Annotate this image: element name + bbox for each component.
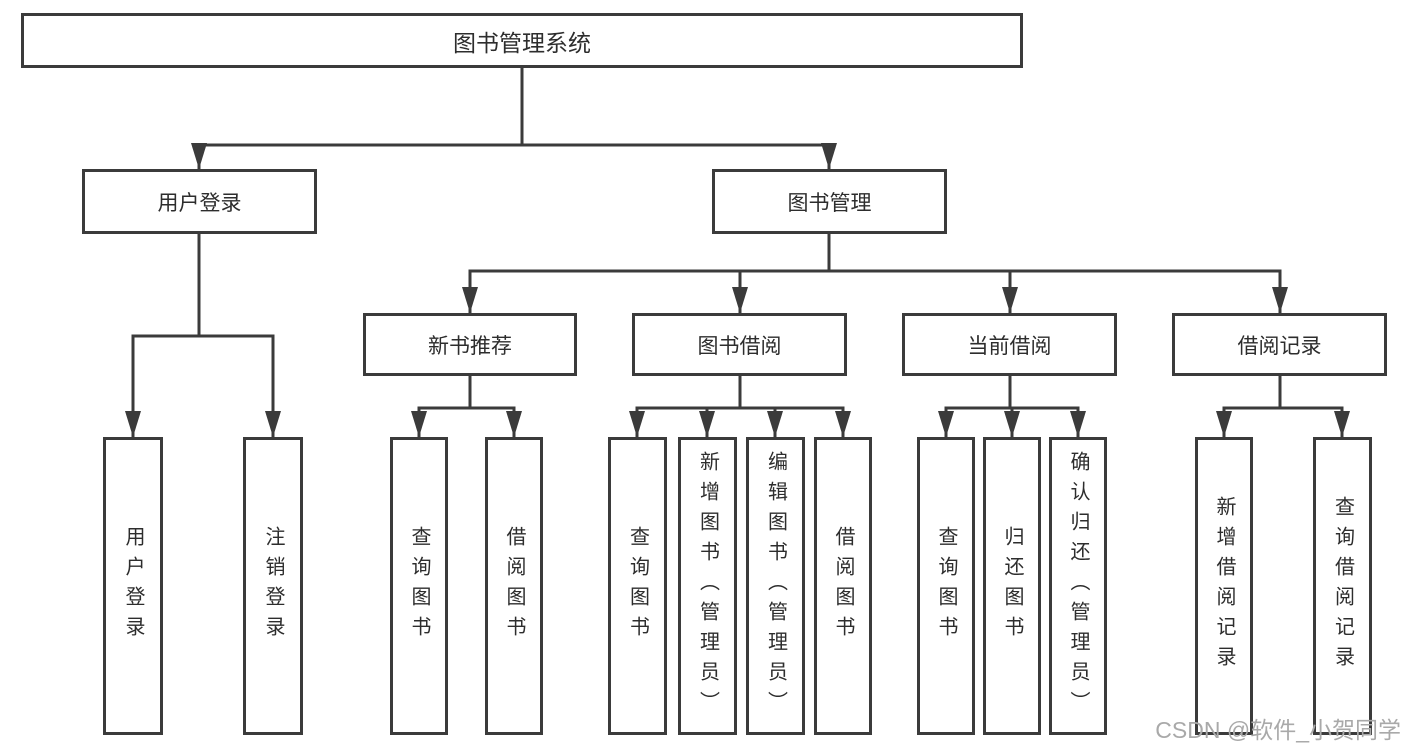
node-leaf-borrow-books-borrowing: 借阅图书 xyxy=(814,437,872,735)
arrowhead-icon xyxy=(265,411,281,437)
node-label: 归还图书 xyxy=(1001,526,1023,646)
arrowhead-icon xyxy=(699,411,715,437)
arrowhead-icon xyxy=(1272,287,1288,313)
arrowhead-icon xyxy=(938,411,954,437)
watermark: CSDN @软件_小贺同学 xyxy=(1155,717,1401,743)
node-label: 编辑图书（管理员） xyxy=(764,451,787,721)
node-label: 图书管理 xyxy=(787,191,872,215)
arrowhead-icon xyxy=(629,411,645,437)
arrowhead-icon xyxy=(125,411,141,437)
node-label: 用户登录 xyxy=(157,191,242,215)
node-leaf-add-borrow-record: 新增借阅记录 xyxy=(1195,437,1253,735)
arrowhead-icon xyxy=(821,143,837,169)
arrowhead-icon xyxy=(835,411,851,437)
node-label: 确认归还（管理员） xyxy=(1067,451,1089,721)
node-label: 查询图书 xyxy=(626,526,649,646)
node-label: 图书管理系统 xyxy=(453,29,591,56)
node-leaf-return-book: 归还图书 xyxy=(983,437,1041,735)
node-label: 新增借阅记录 xyxy=(1213,496,1235,676)
node-new-book-recommendation: 新书推荐 xyxy=(363,313,577,376)
node-leaf-add-book-admin: 新增图书（管理员） xyxy=(678,437,737,735)
node-current-borrowing: 当前借阅 xyxy=(902,313,1117,376)
node-leaf-user-login: 用户登录 xyxy=(103,437,163,735)
node-leaf-borrow-books-recommend: 借阅图书 xyxy=(485,437,543,735)
arrowhead-icon xyxy=(191,143,207,169)
node-leaf-logout: 注销登录 xyxy=(243,437,303,735)
arrowhead-icon xyxy=(1070,411,1086,437)
node-book-borrowing: 图书借阅 xyxy=(632,313,847,376)
arrowhead-icon xyxy=(1216,411,1232,437)
arrowhead-icon xyxy=(506,411,522,437)
node-label: 查询图书 xyxy=(935,526,957,646)
connector-lines xyxy=(131,66,1344,439)
arrowhead-icon xyxy=(462,287,478,313)
arrowhead-icon xyxy=(1334,411,1350,437)
node-leaf-query-books-current: 查询图书 xyxy=(917,437,975,735)
node-label: 新增图书（管理员） xyxy=(696,451,719,721)
node-label: 当前借阅 xyxy=(967,334,1052,358)
node-library-management-system: 图书管理系统 xyxy=(21,13,1023,68)
node-book-management: 图书管理 xyxy=(712,169,947,234)
arrowhead-icon xyxy=(1002,287,1018,313)
arrowhead-icon xyxy=(732,287,748,313)
node-label: 查询图书 xyxy=(408,526,430,646)
node-label: 新书推荐 xyxy=(428,334,512,358)
arrowhead-icon xyxy=(411,411,427,437)
node-label: 借阅图书 xyxy=(503,526,525,646)
node-label: 图书借阅 xyxy=(697,334,782,358)
arrowheads xyxy=(125,143,1350,437)
node-user-login: 用户登录 xyxy=(82,169,317,234)
node-leaf-confirm-return-admin: 确认归还（管理员） xyxy=(1049,437,1107,735)
node-label: 借阅记录 xyxy=(1237,334,1322,358)
node-leaf-edit-book-admin: 编辑图书（管理员） xyxy=(746,437,805,735)
node-leaf-query-borrow-record: 查询借阅记录 xyxy=(1313,437,1372,735)
node-label: 查询借阅记录 xyxy=(1331,496,1354,676)
node-leaf-query-books-borrowing: 查询图书 xyxy=(608,437,667,735)
node-label: 借阅图书 xyxy=(832,526,854,646)
node-borrowing-records: 借阅记录 xyxy=(1172,313,1387,376)
arrowhead-icon xyxy=(1004,411,1020,437)
node-leaf-query-books-recommend: 查询图书 xyxy=(390,437,448,735)
node-label: 用户登录 xyxy=(122,526,144,646)
node-label: 注销登录 xyxy=(262,526,284,646)
arrowhead-icon xyxy=(767,411,783,437)
